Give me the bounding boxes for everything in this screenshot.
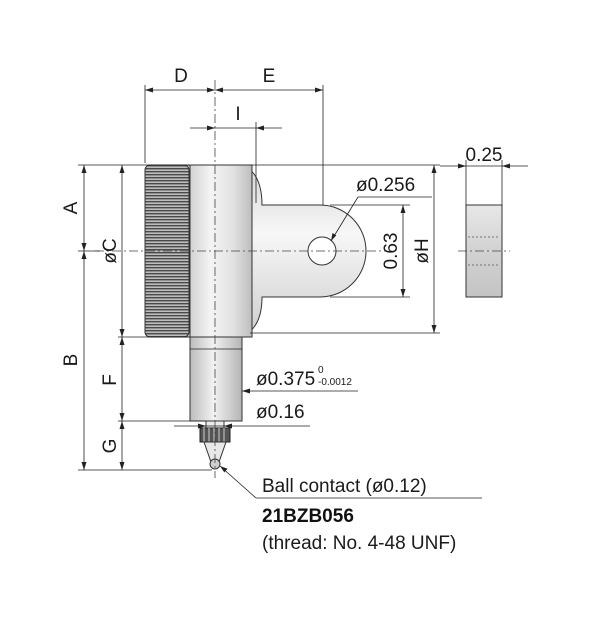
dim-i-label: I — [235, 104, 240, 125]
lug-hole-label: ø0.256 — [356, 175, 415, 196]
thread-note: (thread: No. 4-48 UNF) — [262, 533, 456, 554]
side-view-lug — [458, 204, 510, 298]
dim-d-label: D — [174, 66, 188, 87]
dim-a-label: A — [61, 201, 82, 214]
stem — [189, 336, 243, 422]
dim-g-label: G — [100, 439, 121, 454]
dim-b-label: B — [61, 354, 82, 367]
ball-contact-note: Ball contact (ø0.12) — [262, 476, 427, 497]
lug-height-label: 0.63 — [381, 233, 402, 270]
dim-c-label: øC — [100, 238, 121, 263]
dim-h-label: øH — [412, 238, 433, 263]
stem-tolerance-lower: -0.0012 — [318, 377, 352, 388]
dim-e-label: E — [263, 66, 276, 87]
stem-diameter-label: ø0.375 — [256, 369, 315, 390]
lug-thickness-label: 0.25 — [466, 145, 503, 166]
part-number: 21BZB056 — [262, 506, 354, 527]
stem-tolerance-upper: 0 — [318, 365, 324, 376]
spindle-diameter-label: ø0.16 — [256, 402, 305, 423]
dim-f-label: F — [100, 374, 121, 386]
mounting-lug — [247, 167, 367, 334]
